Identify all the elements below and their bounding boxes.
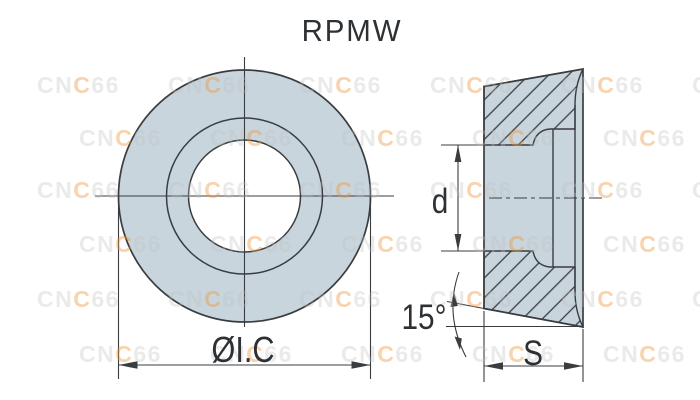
thickness-label: S xyxy=(523,334,543,373)
dimension-arrow-right xyxy=(351,361,371,369)
s-arrow-left xyxy=(484,362,503,370)
clearance-angle-label: 15° xyxy=(401,298,447,337)
hatch-band-bottom xyxy=(483,250,585,328)
angle-arrow-down xyxy=(454,336,462,350)
front-view xyxy=(95,57,394,379)
d-arrow-up xyxy=(454,145,462,162)
side-view-section xyxy=(441,67,604,382)
page-title: RPMW xyxy=(301,13,403,48)
inscribed-circle-diameter-label: ØI.C xyxy=(211,329,275,370)
s-arrow-right xyxy=(564,362,583,370)
dimension-arrow-left xyxy=(118,361,138,369)
hole-diameter-label: d xyxy=(431,182,449,221)
hatch-band-top xyxy=(483,68,585,146)
angle-arrow-up xyxy=(450,292,458,307)
angle-dimension-arc xyxy=(452,271,467,358)
d-arrow-down xyxy=(454,234,462,251)
